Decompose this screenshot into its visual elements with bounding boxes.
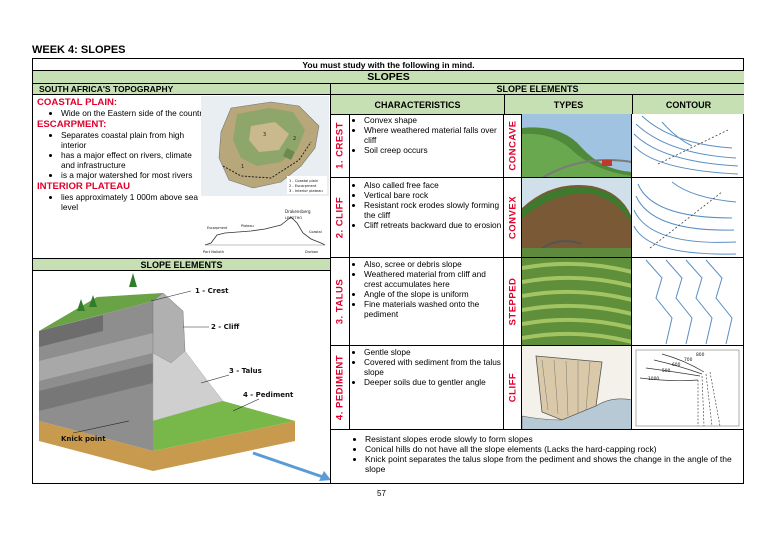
slope-elements-right-title: SLOPE ELEMENTS xyxy=(331,84,744,95)
slope-diagram: 1 - Crest 2 - Cliff 3 - Talus 4 - Pedime… xyxy=(39,273,330,481)
escarpment-point: Separates coastal plain from high interi… xyxy=(61,130,207,150)
sa-topography-title: SOUTH AFRICA'S TOPOGRAPHY xyxy=(33,84,331,95)
col-types: TYPES xyxy=(505,95,633,115)
south-africa-map: 3 2 1 1 - Coastal plain 2 - Escarpment 3… xyxy=(201,96,329,196)
profile-label: Port Nolloth xyxy=(203,250,224,254)
profile-label: Coastal xyxy=(309,230,322,234)
profile-label: LESOTHO xyxy=(285,216,302,220)
escarpment-point: is a major watershed for most rivers xyxy=(61,170,207,180)
col-characteristics: CHARACTERISTICS xyxy=(331,95,505,115)
coastal-plain-point: Wide on the Eastern side of the country xyxy=(61,108,207,118)
diagram-label-knick-point: Knick point xyxy=(61,435,106,443)
coastal-plain-label: COASTAL PLAIN: xyxy=(37,97,118,108)
map-legend-item: 3 - Interior plateau xyxy=(289,189,323,193)
intro-row: You must study with the following in min… xyxy=(33,59,744,71)
page-number: 57 xyxy=(377,489,386,498)
diagram-label-talus: 3 - Talus xyxy=(229,367,262,375)
profile-label: Plateau xyxy=(241,224,254,228)
page-heading: WEEK 4: SLOPES xyxy=(32,44,126,56)
slope-elements-left-title: SLOPE ELEMENTS xyxy=(33,259,331,271)
notes-block: Resistant slopes erode slowly to form sl… xyxy=(331,431,744,484)
diagram-label-crest: 1 - Crest xyxy=(195,287,229,295)
profile-label: Durban xyxy=(305,250,318,254)
interior-plateau-point: lies approximately 1 000m above sea leve… xyxy=(61,192,207,212)
interior-plateau-label: INTERIOR PLATEAU xyxy=(37,181,131,192)
map-legend-item: 1 - Coastal plain xyxy=(289,179,318,183)
note-item: Resistant slopes erode slowly to form sl… xyxy=(365,434,744,444)
col-contour: CONTOUR xyxy=(633,95,744,115)
profile-label: Drakensberg xyxy=(285,209,311,214)
svg-text:3: 3 xyxy=(263,132,266,138)
diagram-label-pediment: 4 - Pediment xyxy=(243,391,294,399)
sa-topography-block: COASTAL PLAIN: Wide on the Eastern side … xyxy=(33,95,331,259)
slope-diagram-block: 1 - Crest 2 - Cliff 3 - Talus 4 - Pedime… xyxy=(33,271,331,484)
note-item: Conical hills do not have all the slope … xyxy=(365,444,744,454)
slopes-table: You must study with the following in min… xyxy=(32,58,744,484)
section-title: SLOPES xyxy=(33,71,744,84)
note-item: Knick point separates the talus slope fr… xyxy=(365,454,744,474)
escarpment-point: has a major effect on rivers, climate an… xyxy=(61,150,207,170)
map-legend-item: 2 - Escarpment xyxy=(289,184,317,188)
diagram-label-cliff: 2 - Cliff xyxy=(211,323,240,331)
svg-text:1: 1 xyxy=(241,164,244,170)
svg-text:2: 2 xyxy=(293,136,296,142)
profile-label: Escarpment xyxy=(207,226,228,230)
topography-profile: Drakensberg LESOTHO Port Nolloth Durban … xyxy=(203,209,326,254)
escarpment-label: ESCARPMENT: xyxy=(37,119,107,130)
